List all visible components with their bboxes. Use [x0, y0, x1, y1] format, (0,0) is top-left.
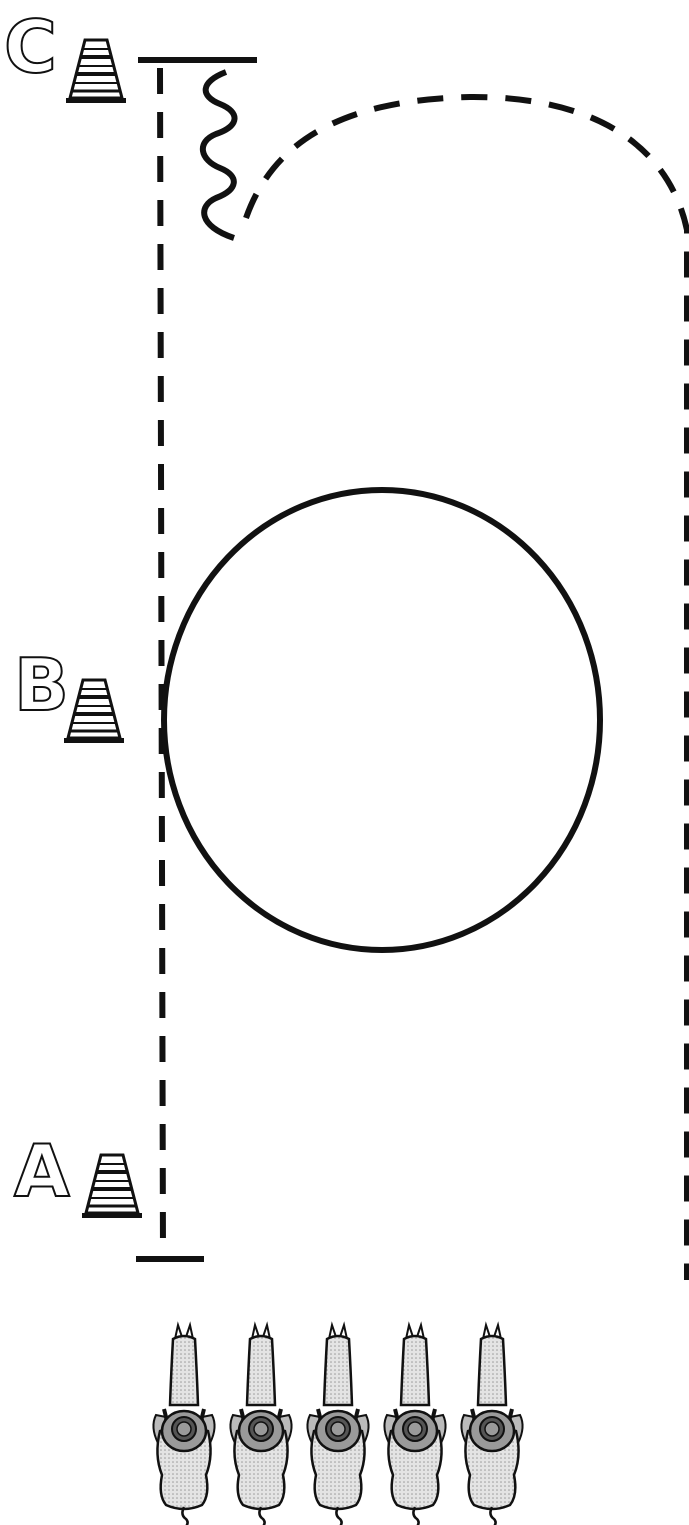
serpentine-line — [203, 72, 235, 238]
circle-figure — [164, 490, 600, 950]
marker-b: B — [14, 643, 124, 743]
traffic-cone-icon — [82, 1155, 142, 1218]
horse-rider-icon — [461, 1325, 522, 1525]
horse-riders — [153, 1325, 522, 1525]
horse-rider-icon — [384, 1325, 445, 1525]
traffic-cone-icon — [66, 40, 126, 103]
horse-rider-icon — [230, 1325, 291, 1525]
traffic-cone-icon — [64, 680, 124, 743]
left-track-line — [160, 68, 163, 1260]
marker-a-label: A — [14, 1129, 70, 1213]
right-curve-track — [246, 97, 687, 1280]
horse-rider-icon — [153, 1325, 214, 1525]
marker-b-label: B — [14, 643, 69, 727]
marker-c-label: C — [4, 5, 57, 89]
marker-c: C — [4, 5, 126, 103]
marker-a: A — [14, 1129, 142, 1218]
horse-rider-icon — [307, 1325, 368, 1525]
